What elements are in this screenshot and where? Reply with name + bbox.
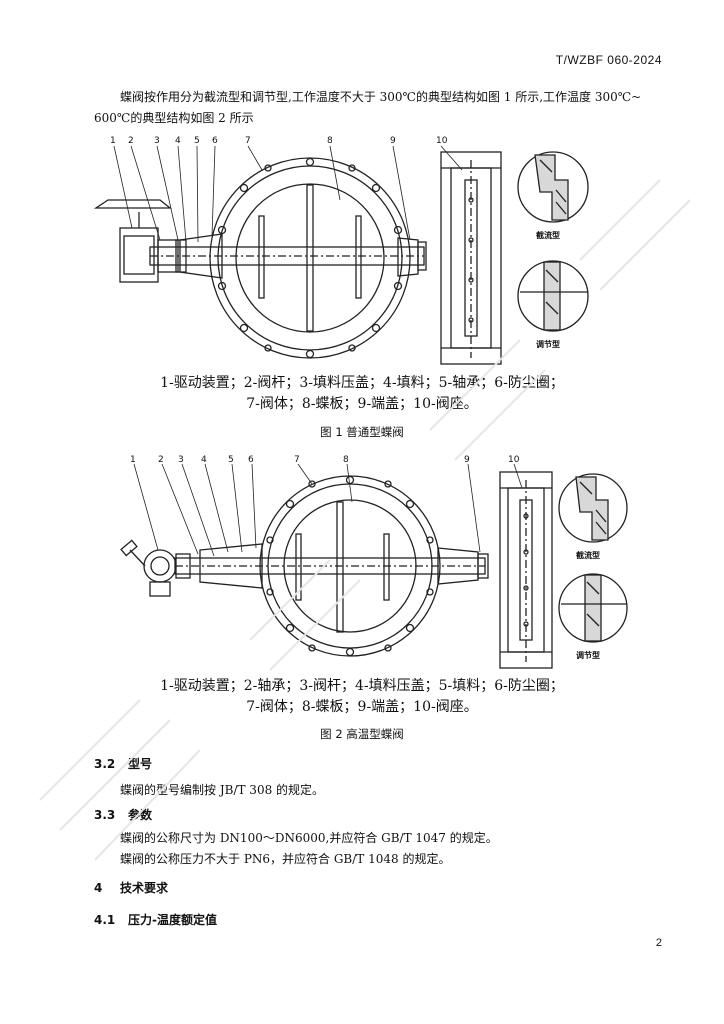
section-3-2-title: 型号 [128, 757, 153, 771]
fig2-label-3: 3 [178, 455, 184, 465]
fig1-valve-body-flange [217, 165, 403, 351]
figure1-legend: 1-驱动装置；2-阀杆；3-填料压盖；4-填料；5-轴承；6-防尘圈； 7-阀体… [0, 373, 724, 415]
intro-paragraph: 蝶阀按作用分为截流型和调节型,工作温度不大于 300℃的典型结构如图 1 所示,… [94, 87, 666, 129]
section-4-1-title: 压力-温度额定值 [128, 913, 217, 927]
section-4-number: 4 [94, 881, 103, 895]
fig1-legend-line-1: 1-驱动装置；2-阀杆；3-填料压盖；4-填料；5-轴承；6-防尘圈； [160, 375, 564, 391]
fig1-label-4: 4 [175, 136, 181, 146]
fig2-handwheel [120, 539, 138, 557]
fig2-label-2: 2 [158, 455, 164, 465]
fig2-label-6: 6 [248, 455, 254, 465]
figure2-drawing: 1 2 3 4 5 6 7 8 9 10 截流型 调节型 [120, 455, 628, 669]
document-code: T/WZBF 060-2024 [555, 53, 662, 67]
page-number: 2 [655, 937, 662, 949]
fig1-label-2: 2 [128, 136, 134, 146]
fig1-detail-regulating [517, 260, 589, 332]
fig2-legend-line-1: 1-驱动装置；2-轴承；3-阀杆；4-填料压盖；5-填料；6-防尘圈； [160, 678, 564, 694]
fig2-legend-line-2: 7-阀体；8-蝶板；9-端盖；10-阀座。 [246, 699, 478, 715]
fig2-label-10: 10 [508, 455, 520, 465]
fig2-detail-label-cutoff: 截流型 [576, 550, 600, 560]
intro-line-1: 蝶阀按作用分为截流型和调节型,工作温度不大于 300℃的典型结构如图 1 所示,… [120, 90, 642, 104]
fig2-label-1: 1 [130, 455, 136, 465]
fig2-side-view [499, 471, 553, 669]
fig1-label-9: 9 [390, 136, 396, 146]
section-4-1-heading: 4.1 压力-温度额定值 [94, 911, 217, 928]
fig1-handwheel [93, 199, 172, 209]
fig1-label-8: 8 [327, 136, 333, 146]
fig2-disc-center [336, 501, 344, 633]
section-4-1-number: 4.1 [94, 913, 116, 927]
fig2-label-9: 9 [464, 455, 470, 465]
section-3-3-text-1: 蝶阀的公称尺寸为 DN100～DN6000,并应符合 GB/T 1047 的规定… [120, 831, 498, 845]
figure1-drawing: 1 2 3 4 5 6 7 8 9 10 截流型 调节型 [93, 136, 589, 365]
fig1-disc-center [306, 184, 314, 332]
fig1-label-5: 5 [194, 136, 200, 146]
section-3-3-title: 参数 [128, 808, 153, 822]
section-3-3-number: 3.3 [94, 808, 116, 822]
fig2-detail-regulating [558, 573, 628, 643]
fig2-label-8: 8 [343, 455, 349, 465]
section-4-heading: 4 技术要求 [94, 879, 168, 896]
section-3-2-heading: 3.2 型号 [94, 755, 152, 772]
fig1-label-3: 3 [154, 136, 160, 146]
fig1-detail-label-cutoff: 截流型 [536, 230, 560, 240]
fig2-label-7: 7 [294, 455, 300, 465]
fig1-detail-label-regulating: 调节型 [536, 339, 560, 349]
fig1-legend-line-2: 7-阀体；8-蝶板；9-端盖；10-阀座。 [246, 396, 478, 412]
fig1-label-1: 1 [110, 136, 116, 146]
fig1-label-7: 7 [245, 136, 251, 146]
fig2-detail-cutoff [558, 473, 628, 543]
fig1-disc-rib-right [355, 215, 362, 299]
fig2-label-5: 5 [228, 455, 234, 465]
fig1-label-10: 10 [436, 136, 448, 146]
fig2-actuator [143, 549, 177, 583]
section-3-3-text-2: 蝶阀的公称压力不大于 PN6，并应符合 GB/T 1048 的规定。 [120, 852, 451, 866]
section-4-title: 技术要求 [120, 881, 169, 895]
fig2-disc-rib-right [383, 533, 390, 601]
fig1-disc-rib-left [258, 215, 265, 299]
figure2-legend: 1-驱动装置；2-轴承；3-阀杆；4-填料压盖；5-填料；6-防尘圈； 7-阀体… [0, 676, 724, 718]
figure2-caption: 图 2 高温型蝶阀 [320, 727, 404, 741]
intro-line-2: 600℃的典型结构如图 2 所示 [94, 111, 254, 125]
figure1-caption: 图 1 普通型蝶阀 [320, 425, 404, 439]
fig2-label-4: 4 [201, 455, 207, 465]
fig2-disc-rib-left [295, 533, 302, 601]
section-3-2-text: 蝶阀的型号编制按 JB/T 308 的规定。 [120, 783, 325, 797]
fig1-valve-bore [235, 183, 385, 333]
fig1-label-6: 6 [212, 136, 218, 146]
section-3-2-number: 3.2 [94, 757, 116, 771]
section-3-3-heading: 3.3 参数 [94, 806, 152, 823]
fig2-detail-label-regulating: 调节型 [576, 650, 600, 660]
